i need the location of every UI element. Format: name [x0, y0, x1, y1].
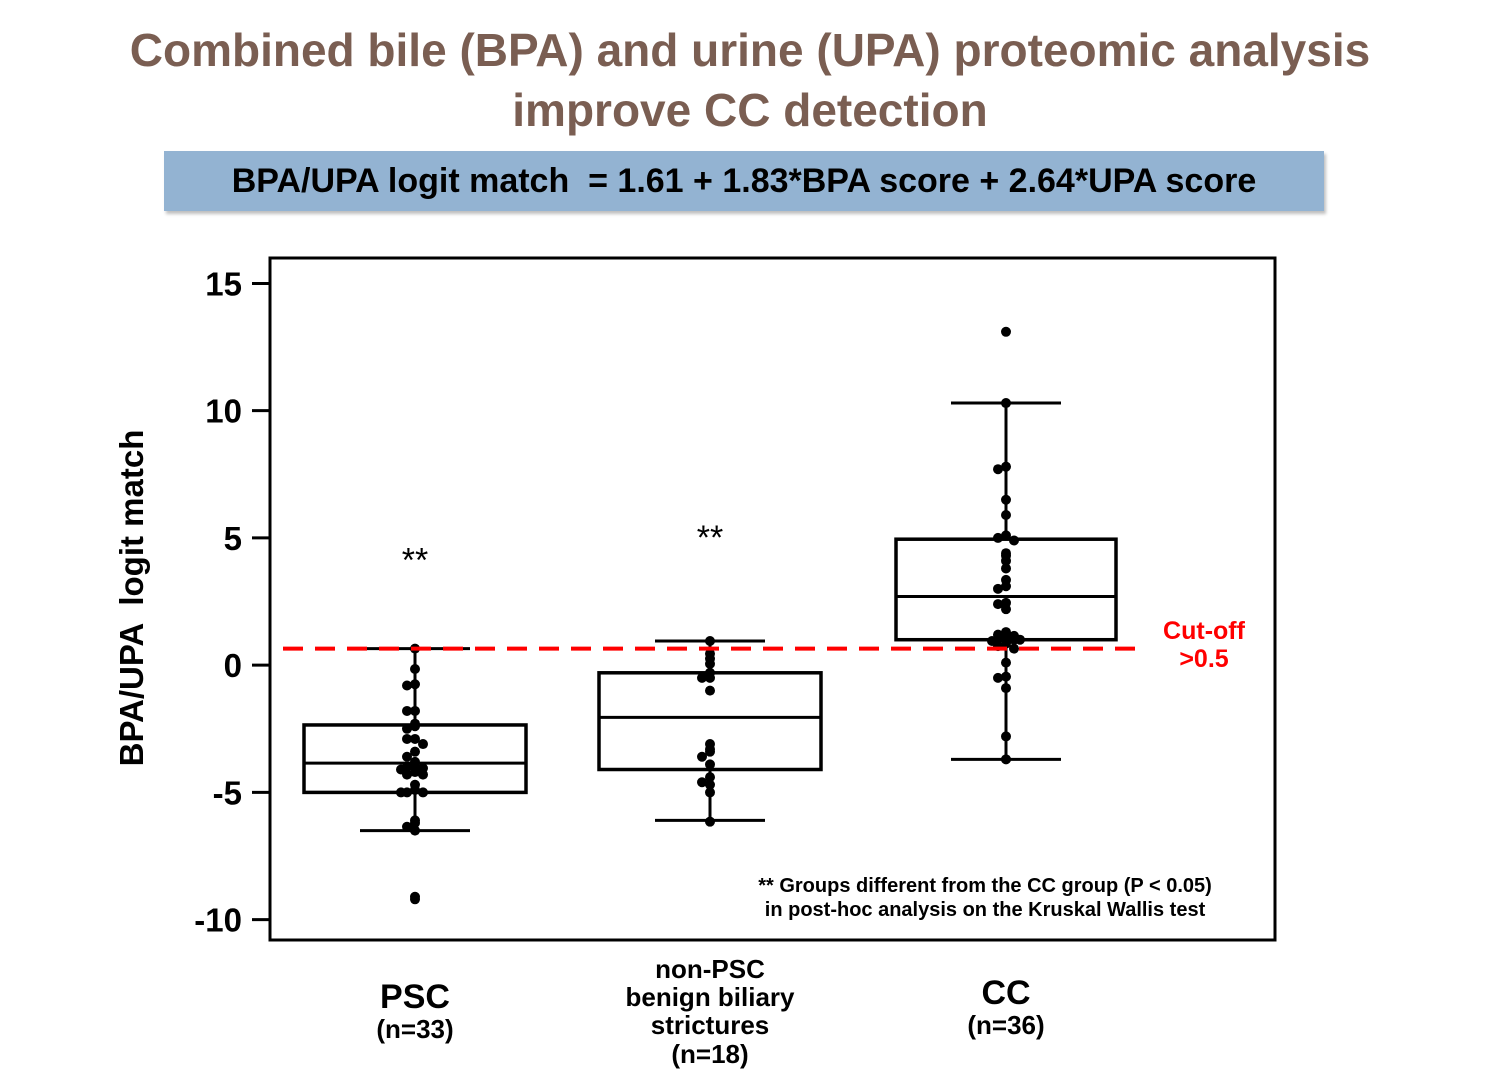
category-count: (n=18): [671, 1039, 749, 1069]
data-point: [993, 599, 1003, 610]
data-point: [410, 767, 420, 778]
data-point: [1001, 671, 1011, 682]
data-point: [410, 705, 420, 716]
data-point: [1001, 398, 1011, 409]
page-title: Combined bile (BPA) and urine (UPA) prot…: [0, 20, 1500, 140]
category-name: non-PSC: [655, 954, 765, 984]
data-point: [705, 672, 715, 683]
category-name: CC: [981, 974, 1031, 1012]
significance-marker: **: [697, 519, 723, 557]
y-tick-label: 0: [224, 647, 242, 684]
data-point: [1001, 657, 1011, 668]
data-point: [705, 759, 715, 770]
data-point: [1001, 563, 1011, 574]
data-point: [410, 894, 420, 905]
title-line-2: improve CC detection: [512, 84, 988, 136]
data-point: [1001, 461, 1011, 472]
data-point: [697, 751, 707, 762]
data-point: [1001, 731, 1011, 742]
data-point: [705, 772, 715, 783]
data-point: [1015, 634, 1025, 645]
data-point: [705, 787, 715, 798]
data-point: [993, 672, 1003, 683]
data-point: [418, 739, 428, 750]
category-label: PSC(n=33): [265, 980, 565, 1044]
data-point: [697, 777, 707, 788]
category-label: CC(n=36): [856, 976, 1156, 1040]
data-point: [705, 746, 715, 757]
data-point: [993, 583, 1003, 594]
significance-marker: **: [402, 542, 428, 580]
data-point: [697, 672, 707, 683]
category-count: (n=33): [376, 1014, 454, 1044]
data-point: [1001, 510, 1011, 521]
axes-layer: 15 10 5 0 -5 -10 BPA/UPA logit match: [113, 256, 1277, 942]
data-point: [410, 679, 420, 690]
cutoff-label-line-1: Cut-off: [1163, 617, 1246, 645]
data-point: [410, 825, 420, 836]
data-point: [418, 769, 428, 780]
data-point: [410, 721, 420, 732]
data-point: [1001, 604, 1011, 615]
category-count: (n=36): [967, 1010, 1045, 1040]
category-name: benign biliary: [625, 982, 795, 1012]
formula-banner: BPA/UPA logit match = 1.61 + 1.83*BPA sc…: [164, 151, 1324, 211]
data-point: [402, 705, 412, 716]
data-point: [410, 746, 420, 757]
data-point: [402, 751, 412, 762]
data-point: [410, 817, 420, 828]
y-tick-label: 15: [205, 265, 242, 302]
data-point: [402, 821, 412, 832]
data-point: [1001, 638, 1011, 649]
data-point: [1001, 754, 1011, 765]
data-point: [402, 680, 412, 691]
data-point: [993, 464, 1003, 475]
y-tick-label: 10: [205, 393, 242, 430]
data-point: [1001, 683, 1011, 694]
data-point: [1001, 326, 1011, 337]
y-tick-label: -10: [194, 902, 242, 939]
data-point: [402, 733, 412, 744]
points-layer: [396, 326, 1025, 905]
y-tick-label: -5: [213, 774, 242, 811]
data-point: [705, 816, 715, 827]
data-point: [1009, 535, 1019, 546]
category-name: PSC: [380, 978, 450, 1016]
text-layer: ** ** ** Groups different from the CC grou…: [402, 519, 1212, 921]
data-point: [402, 769, 412, 780]
y-tick-label: 5: [224, 520, 242, 557]
footnote-line-2: in post-hoc analysis on the Kruskal Wall…: [765, 899, 1206, 921]
data-point: [402, 723, 412, 734]
data-point: [705, 658, 715, 669]
data-point: [993, 532, 1003, 543]
data-point: [1009, 643, 1019, 654]
cutoff-label-line-2: >0.5: [1179, 645, 1228, 673]
data-point: [410, 663, 420, 674]
footnote-line-1: ** Groups different from the CC group (P…: [758, 875, 1212, 897]
data-point: [410, 733, 420, 744]
data-point: [396, 787, 406, 798]
y-axis-label: BPA/UPA logit match: [113, 430, 150, 767]
plot-frame: [268, 256, 1277, 942]
category-name: strictures: [650, 1010, 770, 1040]
data-point: [418, 787, 428, 798]
data-point: [1001, 581, 1011, 592]
data-point: [410, 784, 420, 795]
data-point: [705, 635, 715, 646]
data-point: [705, 779, 715, 790]
cutoff-layer: Cut-off>0.5: [283, 617, 1246, 673]
data-point: [1001, 555, 1011, 566]
data-point: [1001, 530, 1011, 541]
data-point: [705, 685, 715, 696]
data-point: [1001, 494, 1011, 505]
title-line-1: Combined bile (BPA) and urine (UPA) prot…: [129, 24, 1371, 76]
